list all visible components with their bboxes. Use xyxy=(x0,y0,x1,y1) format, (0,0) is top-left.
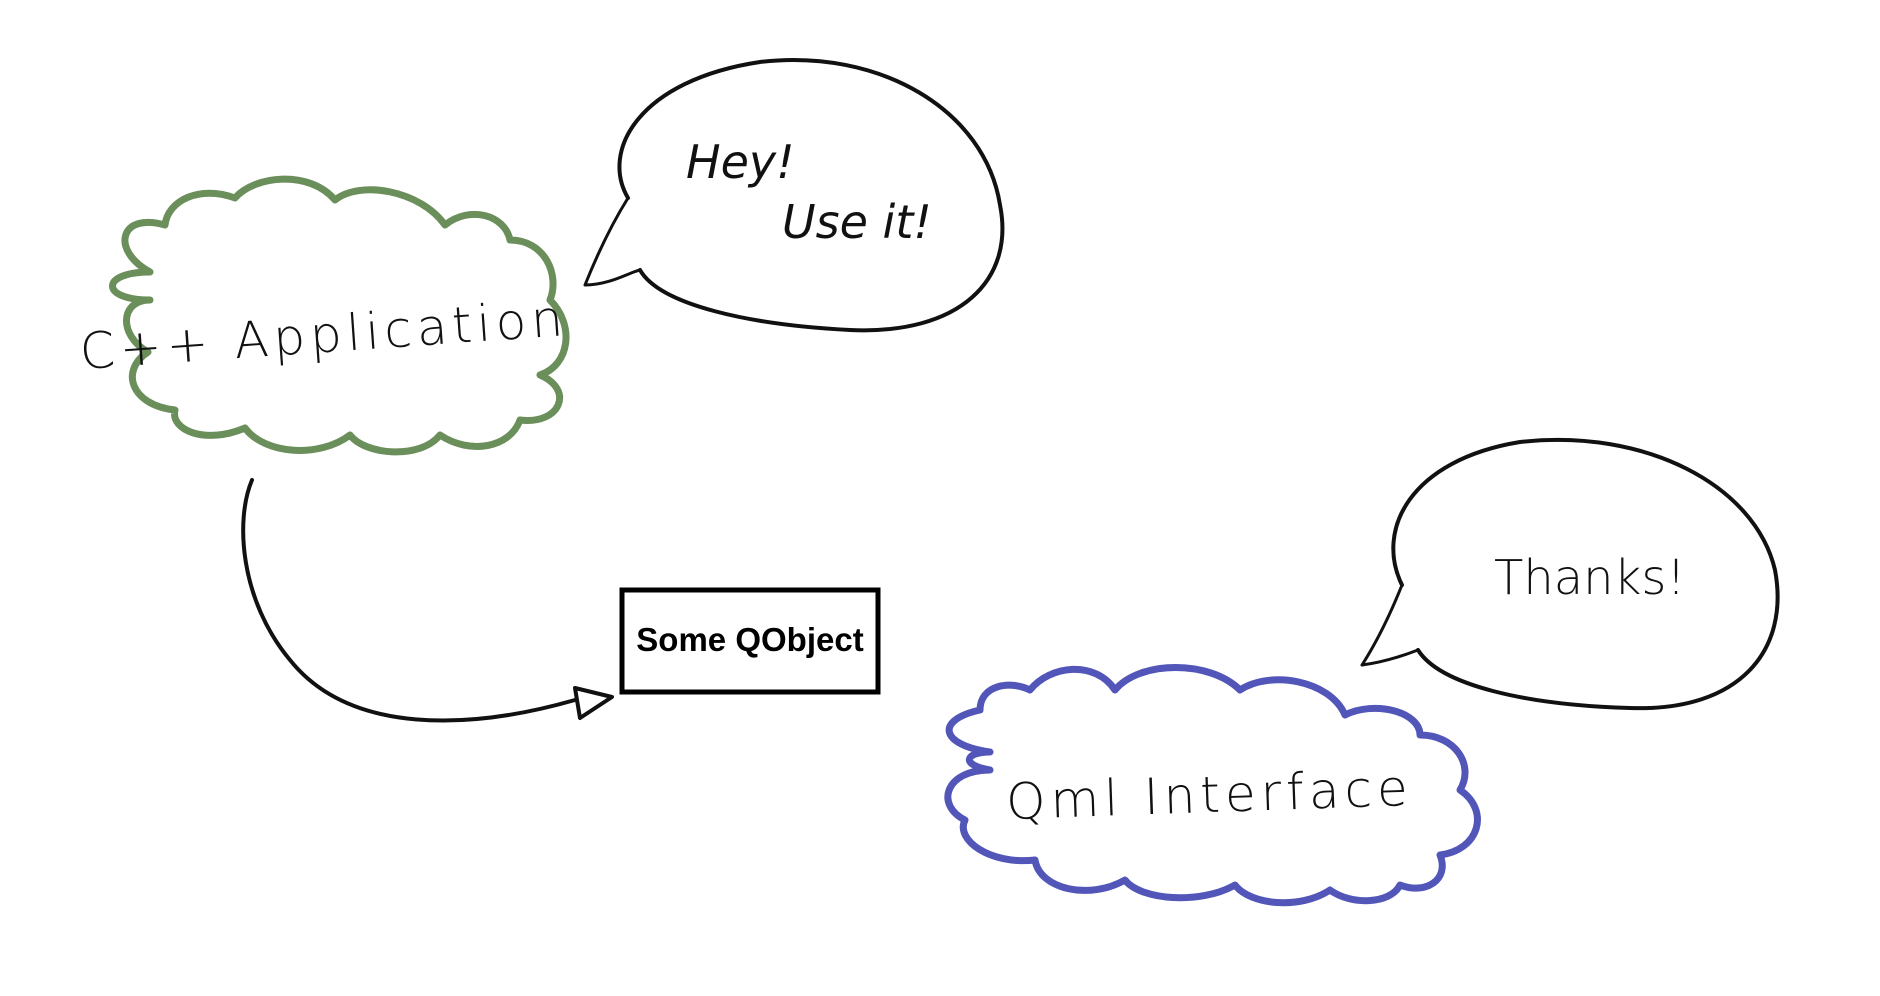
cpp-speech-line1: Hey! xyxy=(686,135,795,189)
cpp-speech-bubble: Hey! Use it! xyxy=(583,58,1005,333)
cpp-speech-line2: Use it! xyxy=(782,195,932,249)
qml-speech-bubble-outline xyxy=(1391,437,1780,711)
qobject-node: Some QObject xyxy=(619,587,881,695)
cpp-speech-bubble-outline xyxy=(617,58,1005,333)
cpp-application-cloud-shape xyxy=(109,175,570,456)
cpp-speech-bubble-tail xyxy=(583,196,642,287)
qml-speech-text: Thanks! xyxy=(1494,550,1686,606)
cpp-application-node: C++ Application xyxy=(78,175,570,456)
qml-speech-bubble-tail xyxy=(1360,583,1420,667)
cpp-to-qobject-arrow xyxy=(241,478,614,723)
arrow-curve xyxy=(241,478,577,723)
arrow-head xyxy=(573,686,614,720)
qobject-box xyxy=(619,587,881,695)
qobject-label: Some QObject xyxy=(636,621,863,658)
qml-interface-cloud-shape xyxy=(944,664,1481,907)
qml-interface-label: Qml Interface xyxy=(1005,759,1413,831)
qml-interface-node: Qml Interface xyxy=(944,664,1481,907)
qml-speech-bubble: Thanks! xyxy=(1360,437,1780,711)
